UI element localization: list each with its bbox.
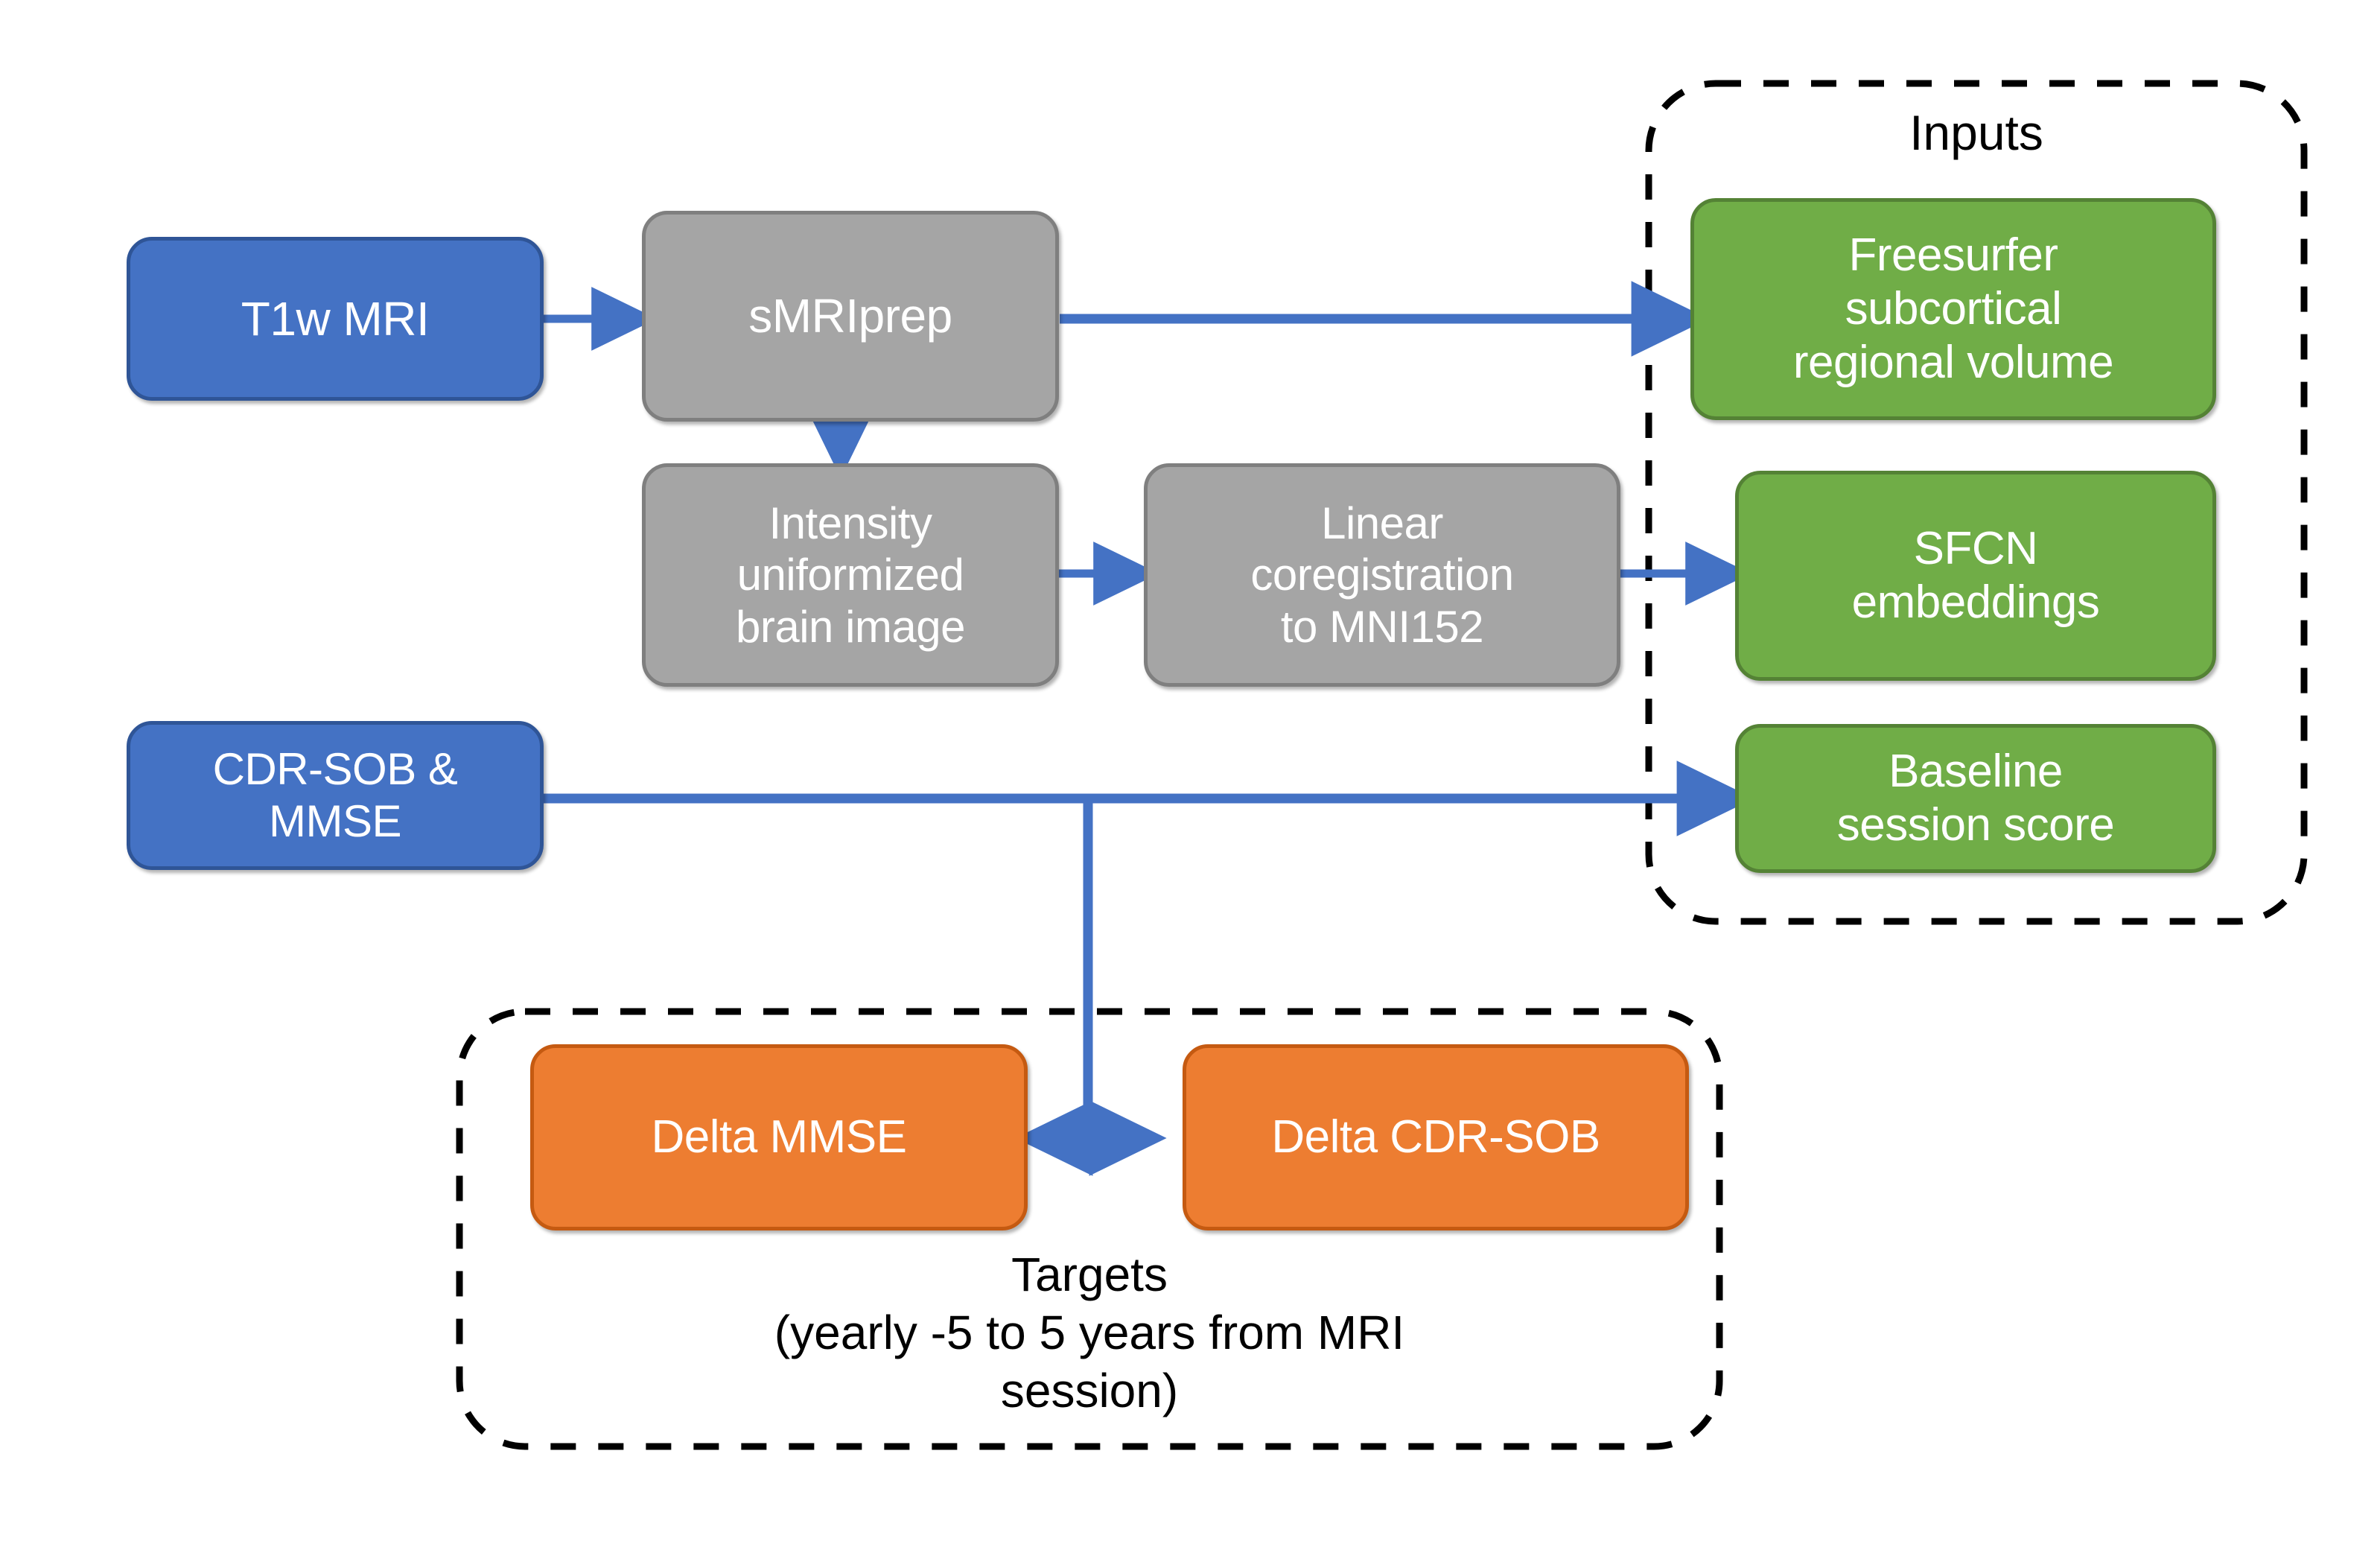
- node-sfcn-embeddings[interactable]: SFCN embeddings: [1735, 471, 2216, 681]
- node-freesurfer-subcortical-regional-volume[interactable]: Freesurfer subcortical regional volume: [1690, 198, 2216, 420]
- inputs-group-label: Inputs: [1909, 105, 2043, 160]
- node-delta-cdr-sob[interactable]: Delta CDR-SOB: [1183, 1044, 1689, 1230]
- node-smriprep[interactable]: sMRIprep: [642, 211, 1059, 422]
- targets-group-outline: [456, 1008, 1723, 1450]
- node-delta-mmse[interactable]: Delta MMSE: [530, 1044, 1028, 1230]
- targets-group-label: Targets (yearly -5 to 5 years from MRI s…: [774, 1248, 1405, 1418]
- node-baseline-session-score[interactable]: Baseline session score: [1735, 724, 2216, 873]
- node-cdr-sob-and-mmse[interactable]: CDR-SOB & MMSE: [127, 721, 544, 870]
- node-linear-coregistration-mni152[interactable]: Linear coregistration to MNI152: [1144, 463, 1620, 687]
- node-intensity-uniformized-brain-image[interactable]: Intensity uniformized brain image: [642, 463, 1059, 687]
- node-t1w-mri[interactable]: T1w MRI: [127, 237, 544, 401]
- inputs-group-outline: [1645, 80, 2308, 925]
